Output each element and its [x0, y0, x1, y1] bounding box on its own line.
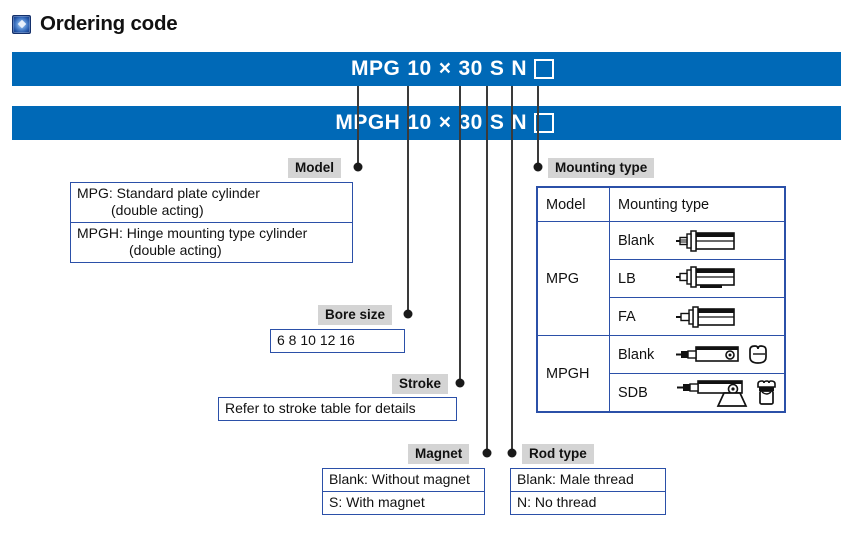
tag-rod-type: Rod type	[522, 444, 594, 464]
leader-line-bore-size	[407, 86, 409, 313]
code-rod-mpg: N	[511, 57, 527, 80]
page-header: Ordering code	[12, 12, 178, 36]
cylinder-plain-icon	[676, 229, 735, 252]
stroke-value: Refer to stroke table for details	[225, 400, 416, 416]
mounting-type-table: Model Mounting type MPG Blank	[536, 186, 786, 413]
code-bar-mpgh: MPGH 10 × 30 S N	[12, 106, 841, 140]
code-stroke-mpgh: 30	[458, 111, 483, 134]
model-row-mpg: MPG: Standard plate cylinder (double act…	[71, 183, 352, 222]
model-row-mpg-sub: (double acting)	[111, 202, 204, 218]
leader-line-magnet	[486, 86, 488, 452]
code-string-mpgh: MPGH 10 × 30 S N	[335, 111, 554, 135]
code-rod-mpgh: N	[511, 111, 527, 134]
group-model-mpgh: MPGH	[537, 335, 610, 412]
option-code-mpg-lb: LB	[618, 270, 636, 287]
option-mpg-lb: LB	[609, 259, 785, 298]
header-mounting-type: Mounting type	[609, 187, 785, 222]
box-stroke: Refer to stroke table for details	[218, 397, 457, 421]
tag-model: Model	[288, 158, 341, 178]
table-row: MPG Blank	[537, 221, 785, 336]
code-magnet-mpgh: S	[489, 111, 505, 134]
model-row-mpgh-sub: (double acting)	[129, 242, 222, 258]
leader-line-model	[357, 86, 359, 166]
code-bar-mpg: MPG 10 × 30 S N	[12, 52, 841, 86]
box-model: MPG: Standard plate cylinder (double act…	[70, 182, 353, 263]
code-separator-mpgh: ×	[438, 111, 452, 134]
cylinder-lb-icon	[676, 265, 735, 288]
rod-type-row-blank: Blank: Male thread	[517, 471, 634, 487]
magnet-row-s: S: With magnet	[323, 491, 484, 514]
table-row: SDB	[538, 373, 785, 412]
model-row-mpg-main: MPG: Standard plate cylinder	[77, 185, 260, 201]
code-mounting-placeholder-mpgh	[534, 113, 554, 133]
cylinder-sdb-bracket-icon	[677, 379, 776, 407]
option-code-mpgh-blank: Blank	[618, 346, 655, 363]
leader-line-mounting-type	[537, 86, 539, 166]
leader-dot-rod-type	[507, 448, 517, 458]
code-model-mpg: MPG	[350, 57, 401, 80]
table-row: MPGH Blank	[537, 335, 785, 412]
code-mounting-placeholder-mpg	[534, 59, 554, 79]
code-magnet-mpg: S	[489, 57, 505, 80]
code-string-mpg: MPG 10 × 30 S N	[351, 57, 554, 81]
leader-dot-stroke	[455, 378, 465, 388]
tag-bore-size: Bore size	[318, 305, 393, 325]
page-title: Ordering code	[40, 12, 178, 35]
box-rod-type: Blank: Male thread N: No thread	[510, 468, 666, 515]
leader-line-stroke	[459, 86, 461, 382]
bore-size-values: 6 8 10 12 16	[277, 332, 355, 348]
box-bore-size: 6 8 10 12 16	[270, 329, 405, 353]
leader-dot-magnet	[482, 448, 492, 458]
beveled-square-icon	[12, 14, 31, 34]
leader-dot-bore-size	[403, 309, 413, 319]
option-code-mpg-fa: FA	[618, 308, 636, 325]
leader-dot-mounting-type	[533, 162, 543, 172]
model-row-mpgh: MPGH: Hinge mounting type cylinder (doub…	[71, 222, 352, 262]
code-stroke-mpg: 30	[458, 57, 483, 80]
option-mpg-blank: Blank	[609, 221, 785, 260]
box-magnet: Blank: Without magnet S: With magnet	[322, 468, 485, 515]
table-header-row: Model Mounting type	[537, 187, 785, 222]
leader-dot-model	[353, 162, 363, 172]
code-separator-mpg: ×	[438, 57, 452, 80]
code-model-mpgh: MPGH	[335, 111, 401, 134]
cylinder-fa-icon	[676, 305, 735, 328]
option-mpgh-sdb: SDB	[609, 373, 785, 412]
code-bore-mpg: 10	[407, 57, 432, 80]
option-code-mpg-blank: Blank	[618, 232, 655, 249]
option-mpg-fa: FA	[609, 297, 785, 336]
option-code-mpgh-sdb: SDB	[618, 384, 648, 401]
cylinder-hinge-icon	[676, 344, 767, 364]
tag-stroke: Stroke	[392, 374, 449, 394]
rod-type-row-n: N: No thread	[511, 491, 665, 514]
tag-magnet: Magnet	[408, 444, 470, 464]
leader-line-rod-type	[511, 86, 513, 452]
magnet-row-blank: Blank: Without magnet	[329, 471, 470, 487]
model-row-mpgh-main: MPGH: Hinge mounting type cylinder	[77, 225, 308, 241]
tag-mounting-type: Mounting type	[548, 158, 655, 178]
table-row: LB	[538, 259, 785, 298]
code-bore-mpgh: 10	[407, 111, 432, 134]
header-model: Model	[537, 187, 610, 222]
table-row: FA	[538, 297, 785, 336]
option-mpgh-blank: Blank	[609, 335, 785, 374]
group-model-mpg: MPG	[537, 221, 610, 336]
